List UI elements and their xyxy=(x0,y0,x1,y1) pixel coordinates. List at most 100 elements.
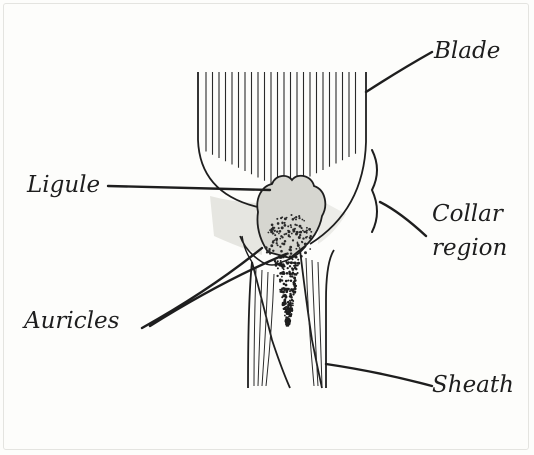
stipple-dot xyxy=(269,252,271,254)
stipple-dot xyxy=(290,296,293,299)
stipple-dot xyxy=(290,280,293,283)
stipple-dot xyxy=(285,288,288,291)
stipple-dot xyxy=(279,230,282,233)
stipple-dot xyxy=(297,262,300,265)
stipple-dot xyxy=(283,233,285,235)
stipple-dot xyxy=(295,268,297,270)
collar-bracket xyxy=(372,150,377,232)
stipple-dot xyxy=(290,226,292,228)
stipple-dot xyxy=(276,242,278,244)
stipple-dot xyxy=(288,320,290,322)
stipple-dot xyxy=(276,262,279,265)
stipple-dot xyxy=(283,256,285,258)
stipple-dot xyxy=(295,256,298,259)
stipple-dot xyxy=(290,214,292,216)
stipple-dot xyxy=(287,304,290,307)
stipple-dot xyxy=(287,301,289,303)
stipple-dot xyxy=(274,234,276,236)
stipple-dot xyxy=(299,234,301,236)
stipple-dot xyxy=(280,260,282,262)
stipple-dot xyxy=(274,239,276,241)
stipple-dot xyxy=(294,217,296,219)
stipple-dot xyxy=(279,238,281,240)
ligule-membrane xyxy=(257,176,325,258)
stipple-dot xyxy=(297,264,299,266)
stipple-dot xyxy=(276,218,278,220)
stipple-dot xyxy=(303,231,305,233)
blade-leader xyxy=(366,52,432,92)
stipple-dot xyxy=(271,228,274,231)
stipple-dot xyxy=(309,237,311,239)
stipple-dot xyxy=(284,224,287,227)
stipple-dot xyxy=(295,248,297,250)
auricles-label: Auricles xyxy=(24,310,119,333)
stipple-dot xyxy=(281,271,283,273)
stipple-dot xyxy=(285,260,287,262)
stipple-dot xyxy=(287,267,289,269)
stipple-dot xyxy=(291,299,294,302)
stipple-dot xyxy=(290,224,292,226)
stipple-dot xyxy=(294,288,296,290)
stipple-dot xyxy=(284,217,287,220)
stipple-dot xyxy=(297,241,299,243)
stipple-dot xyxy=(291,268,294,271)
stipple-dot xyxy=(291,258,293,260)
stipple-dot xyxy=(301,219,303,221)
stipple-dot xyxy=(279,246,281,248)
sheath-vein xyxy=(254,268,256,386)
stipple-dot xyxy=(305,231,307,233)
stipple-dot xyxy=(304,243,306,245)
stipple-dot xyxy=(288,234,290,236)
stipple-dot xyxy=(292,305,294,307)
stipple-dot xyxy=(294,292,296,294)
ligule-label: Ligule xyxy=(27,174,100,197)
stipple-dot xyxy=(276,275,278,277)
stipple-dot xyxy=(303,220,305,222)
stipple-dot xyxy=(291,233,293,235)
stipple-dot xyxy=(287,324,289,326)
stipple-dot xyxy=(299,225,302,228)
stipple-dot xyxy=(266,251,268,253)
stipple-dot xyxy=(273,232,275,234)
stipple-dot xyxy=(293,280,295,282)
stipple-dot xyxy=(267,232,269,234)
stipple-dot xyxy=(277,260,279,262)
stipple-dot xyxy=(275,238,278,241)
stipple-dot xyxy=(277,267,279,269)
stipple-dot xyxy=(300,255,303,258)
stipple-dot xyxy=(310,231,312,233)
stipple-dot xyxy=(276,231,278,233)
stipple-dot xyxy=(293,230,295,232)
stipple-dot xyxy=(283,268,285,270)
stipple-dot xyxy=(281,222,283,224)
stipple-dot xyxy=(302,230,304,232)
stipple-dot xyxy=(295,216,297,218)
stipple-dot xyxy=(290,288,293,291)
stipple-dot xyxy=(295,218,297,220)
stipple-dot xyxy=(304,251,307,254)
stipple-dot xyxy=(289,246,292,249)
stipple-dot xyxy=(270,244,273,247)
collar-shading xyxy=(210,196,262,255)
stipple-dot xyxy=(301,241,303,243)
stipple-dot xyxy=(289,275,291,277)
stipple-dot xyxy=(297,244,300,247)
stipple-dot xyxy=(279,272,281,274)
stipple-dot xyxy=(292,302,294,304)
blade-veins xyxy=(206,72,356,190)
stipple-dot xyxy=(278,233,280,235)
stipple-dot xyxy=(272,250,274,252)
collar-region-label-line1: Collar xyxy=(432,203,503,226)
stipple-dot xyxy=(284,307,287,310)
stipple-dot xyxy=(269,248,271,250)
stipple-dot xyxy=(290,313,292,315)
blade-label: Blade xyxy=(434,40,500,63)
auricles-leader-1 xyxy=(142,248,262,328)
stipple-dot xyxy=(289,255,292,258)
stipple-dot xyxy=(290,252,292,254)
stipple-dot xyxy=(284,222,286,224)
stipple-dot xyxy=(292,293,294,295)
stipple-dot xyxy=(281,242,283,244)
stipple-dot xyxy=(265,246,268,249)
